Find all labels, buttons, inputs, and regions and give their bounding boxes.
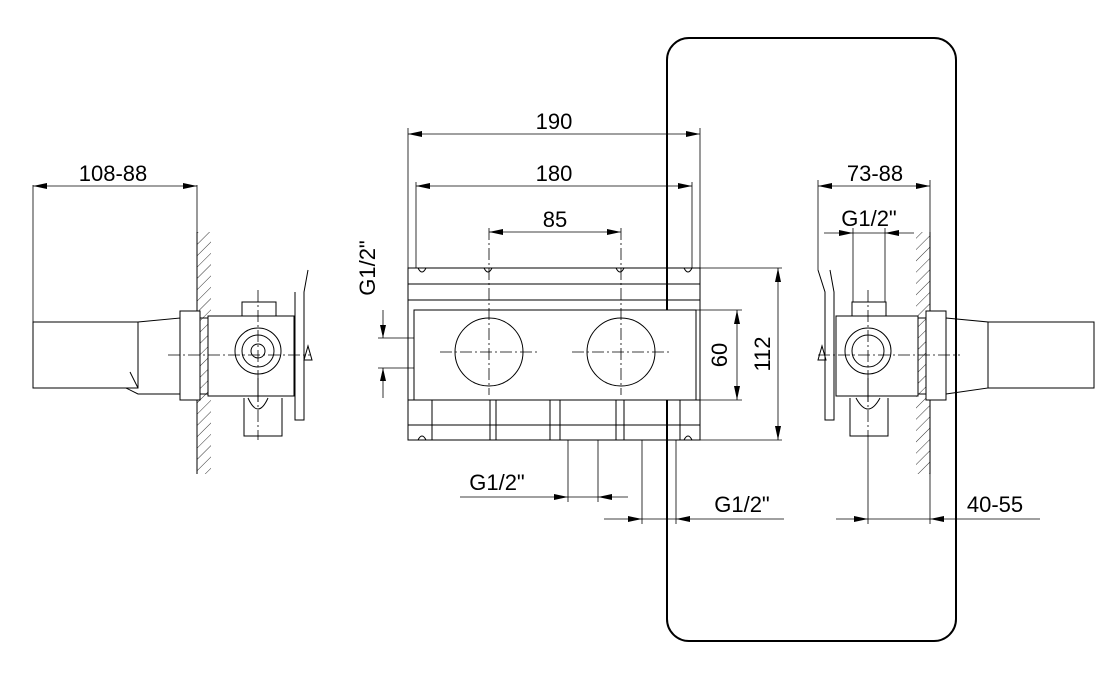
front-plate	[413, 309, 697, 401]
left-wall-hatch	[197, 232, 211, 474]
dim-right-depth: 73-88	[847, 161, 903, 186]
dim-body-width: 180	[536, 161, 573, 186]
left-side-view: 108-88	[32, 161, 313, 474]
dim-right-offset: 40-55	[967, 492, 1023, 517]
dim-left-depth: 108-88	[79, 161, 148, 186]
dim-inlet-side: G1/2"	[355, 240, 380, 296]
right-bracket	[817, 269, 835, 421]
dim-bottom-connection-1: G1/2"	[469, 470, 525, 495]
dim-overall-height: 112	[750, 336, 775, 371]
right-wall-hatch	[916, 232, 930, 474]
dim-overall-width: 190	[536, 109, 573, 134]
right-side-view: 73-88 G1/2" 40-55	[817, 161, 1095, 524]
left-handle	[32, 321, 139, 389]
dim-right-connection: G1/2"	[841, 206, 897, 231]
front-view: 190 180 85 G1/2" 60 112	[355, 109, 784, 524]
left-bracket	[294, 269, 309, 421]
dim-bottom-connection-2: G1/2"	[714, 492, 770, 517]
right-handle	[987, 321, 1095, 389]
dim-axis-spacing: 85	[543, 207, 567, 232]
left-valve-body	[207, 315, 295, 397]
right-valve-body	[835, 315, 919, 397]
dim-body-height: 60	[707, 343, 732, 367]
